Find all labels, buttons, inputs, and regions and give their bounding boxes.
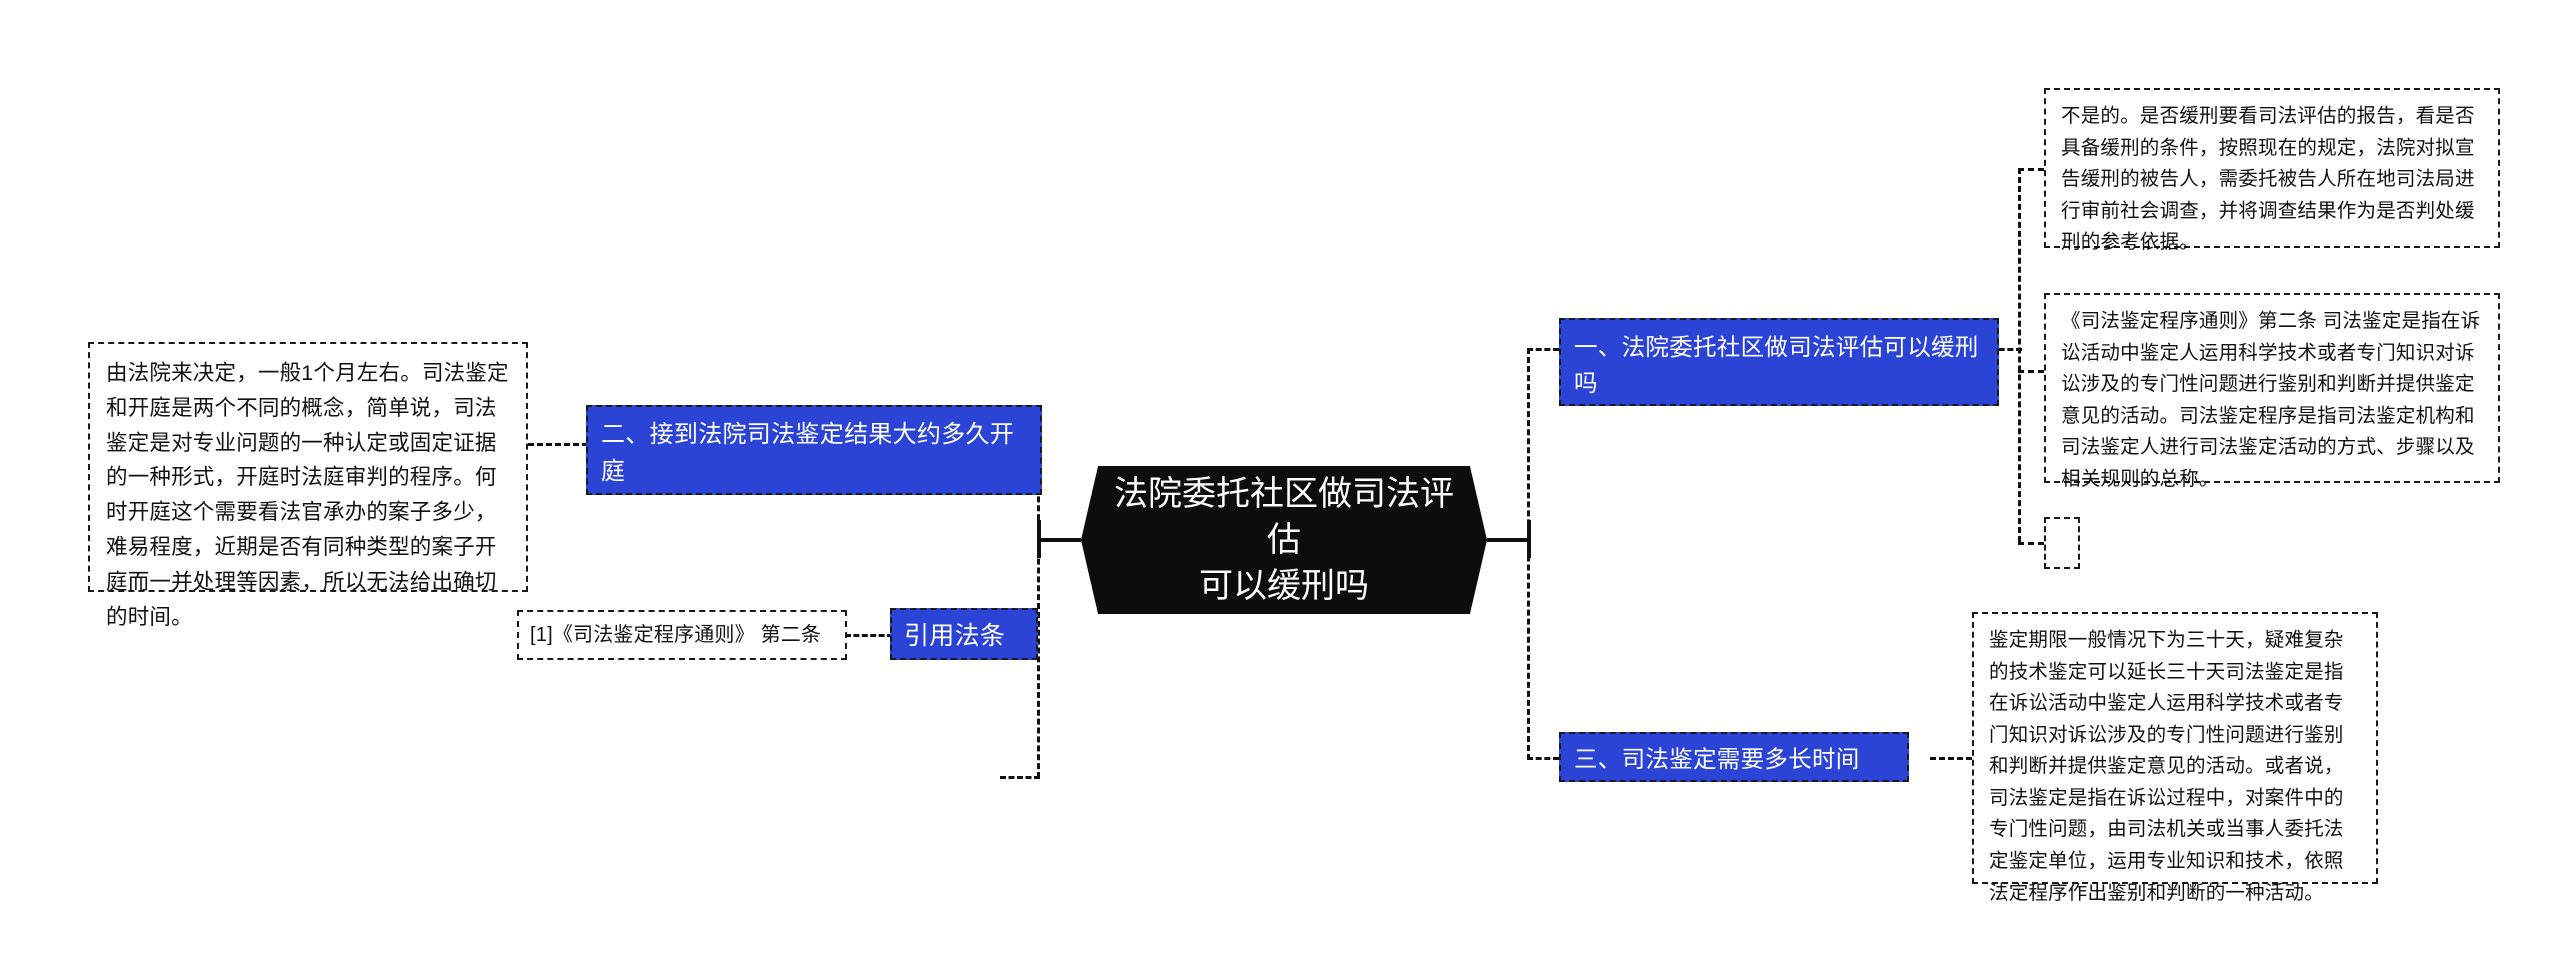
right-spine-center-stub	[1487, 538, 1531, 542]
topic3-label-box[interactable]: 三、司法鉴定需要多长时间	[1559, 732, 1909, 782]
citation-reference-connector	[845, 634, 893, 637]
topic3-detail-text: 鉴定期限一般情况下为三十天，疑难复杂的技术鉴定可以延长三十天司法鉴定是指在诉讼活…	[1989, 629, 2344, 904]
topic2-label-box[interactable]: 二、接到法院司法鉴定结果大约多久开庭	[586, 405, 1042, 495]
topic3-detail-box: 鉴定期限一般情况下为三十天，疑难复杂的技术鉴定可以延长三十天司法鉴定是指在诉讼活…	[1972, 612, 2378, 904]
topic1-label-box[interactable]: 一、法院委托社区做司法评估可以缓刑吗	[1559, 318, 1999, 406]
topic1-label: 一、法院委托社区做司法评估可以缓刑吗	[1574, 334, 1979, 397]
topic2-label: 二、接到法院司法鉴定结果大约多久开庭	[601, 421, 1015, 486]
right-branch-topic1-connector	[1527, 348, 1559, 351]
topic1-spine-entry-connector	[1990, 348, 2022, 351]
citation-label: 引用法条	[904, 622, 1006, 650]
topic1-detail1-connector	[2018, 168, 2044, 171]
citation-reference-box: [1]《司法鉴定程序通则》 第二条	[517, 610, 847, 660]
topic1-detail2-connector	[2018, 370, 2044, 373]
topic1-detail2-box: 《司法鉴定程序通则》第二条 司法鉴定是指在诉讼活动中鉴定人运用科学技术或者专门知…	[2044, 293, 2500, 490]
citation-reference-text: [1]《司法鉴定程序通则》 第二条	[530, 624, 822, 646]
left-spine-connector	[1037, 443, 1040, 778]
left-spine-center-tee	[1037, 520, 1041, 558]
left-branch-citation-connector	[1000, 776, 1040, 779]
center-node-label: 法院委托社区做司法评估 可以缓刑吗	[1114, 474, 1454, 606]
topic1-detail3-connector	[2018, 542, 2044, 545]
citation-label-box[interactable]: 引用法条	[890, 608, 1038, 660]
topic1-detail2-text: 《司法鉴定程序通则》第二条 司法鉴定是指在诉讼活动中鉴定人运用科学技术或者专门知…	[2061, 310, 2481, 490]
left-spine-center-stub	[1037, 538, 1081, 542]
center-node[interactable]: 法院委托社区做司法评估 可以缓刑吗	[1081, 466, 1487, 614]
topic2-detail-connector	[528, 443, 588, 446]
right-branch-topic3-connector	[1527, 757, 1559, 760]
topic1-detail1-text: 不是的。是否缓刑要看司法评估的报告，看是否具备缓刑的条件，按照现在的规定，法院对…	[2061, 105, 2475, 254]
topic2-detail-text: 由法院来决定，一般1个月左右。司法鉴定和开庭是两个不同的概念，简单说，司法鉴定是…	[106, 361, 509, 629]
topic3-detail-connector	[1930, 757, 1972, 760]
topic2-detail-box: 由法院来决定，一般1个月左右。司法鉴定和开庭是两个不同的概念，简单说，司法鉴定是…	[88, 342, 528, 629]
right-spine-center-tee	[1527, 520, 1531, 558]
topic3-label: 三、司法鉴定需要多长时间	[1574, 746, 1860, 772]
topic1-detail3-box	[2044, 517, 2080, 569]
topic1-sub-spine-connector	[2018, 168, 2021, 542]
topic1-detail1-box: 不是的。是否缓刑要看司法评估的报告，看是否具备缓刑的条件，按照现在的规定，法院对…	[2044, 88, 2500, 253]
